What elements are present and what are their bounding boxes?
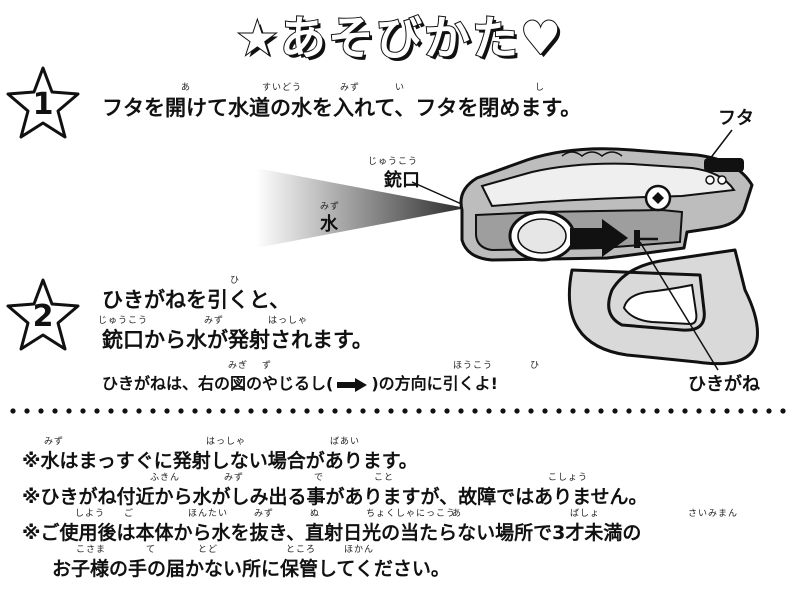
note-2: ※ひきがね付近から水がしみ出る事がありますが、故障ではありません。: [22, 486, 648, 508]
ruby-n3-7: ばしょ: [570, 509, 601, 519]
ruby-n2-0: ふきん: [150, 473, 181, 483]
step-number: 2: [32, 299, 54, 334]
ruby-n4-1: て: [146, 545, 157, 555]
title-text: あそびかた: [279, 10, 520, 66]
ruby-n3-4: ぬ: [310, 509, 321, 519]
ruby-muzzle: じゅうこう: [368, 157, 419, 167]
ruby-n4-2: とど: [198, 545, 219, 555]
water-gun-illustration: [459, 147, 759, 366]
ruby-n4-0: こさま: [76, 545, 107, 555]
ruby-n2-1: みず: [224, 473, 245, 483]
step-2-line-1: ひきがねを引くと、: [102, 288, 291, 312]
ruby-zu: ず: [262, 361, 273, 371]
lid-label: フタ: [718, 108, 754, 129]
step-1-text: フタを開けて水道の水を入れて、フタを閉めます。: [102, 96, 582, 120]
ruby-mizu2: みず: [204, 316, 225, 326]
ruby-n4-4: ほかん: [344, 545, 375, 555]
ruby-n3-1: ご: [124, 509, 135, 519]
ruby-hi: ひ: [230, 276, 241, 286]
ruby-n2-2: で: [314, 473, 325, 483]
ruby-n3-6: あ: [452, 509, 463, 519]
ruby-n3-2: ほんたい: [188, 509, 229, 519]
ruby-hi2: ひ: [530, 361, 541, 371]
ruby-n4-3: ところ: [286, 545, 317, 555]
step-2-badge: 2: [4, 276, 82, 354]
dotted-divider: [6, 408, 794, 414]
muzzle-pointer: [411, 181, 467, 207]
ruby-houkou: ほうこう: [453, 361, 494, 371]
ruby-n1-0: みず: [44, 437, 65, 447]
ruby-n3-8: さいみまん: [688, 509, 739, 519]
ruby-a: あ: [181, 83, 192, 93]
note-3: ※ご使用後は本体から水を抜き、直射日光の当たらない場所で3才未満の: [22, 522, 642, 544]
ruby-i: い: [395, 83, 406, 93]
water-label: 水: [320, 214, 338, 235]
step-2-line-3: ひきがねは、右の図のやじるし( )の方向に引くよ!: [102, 370, 498, 394]
ruby-water: みず: [320, 202, 341, 212]
water-spray: [256, 168, 466, 248]
trigger-label: ひきがね: [688, 374, 760, 395]
step-1-badge: 1: [4, 64, 82, 142]
ruby-n2-4: こしょう: [548, 473, 589, 483]
star-icon: ★: [236, 10, 280, 66]
ruby-n1-2: ばあい: [330, 437, 361, 447]
ruby-hassha: はっしゃ: [268, 316, 309, 326]
step-2-line-3-after: )の方向に引くよ!: [371, 374, 498, 393]
ruby-n2-3: こと: [374, 473, 395, 483]
step-2-line-3-before: ひきがねは、右の図のやじるし(: [102, 374, 334, 393]
star-outline-icon: [6, 66, 80, 139]
muzzle-label: 銃口: [384, 170, 420, 191]
ruby-n3-3: みず: [254, 509, 275, 519]
note-4: お子様の手の届かない所に保管してください。: [52, 558, 450, 580]
page-title: ★あそびかた♥: [0, 2, 800, 68]
ruby-n3-0: しよう: [75, 509, 106, 519]
step-2-line-2: 銃口から水が発射されます。: [102, 328, 373, 352]
note-1: ※水はまっすぐに発射しない場合があります。: [22, 450, 418, 472]
ruby-juukou: じゅうこう: [98, 316, 149, 326]
right-arrow-icon: [337, 377, 368, 392]
trigger-pointer: [639, 241, 719, 371]
ruby-suidou: すいどう: [262, 83, 303, 93]
ruby-mizu: みず: [340, 83, 361, 93]
ruby-migi: みぎ: [228, 361, 249, 371]
star-outline-icon: [6, 278, 80, 351]
ruby-n3-5: ちょくしゃにっこう: [366, 509, 457, 519]
ruby-shi: し: [535, 83, 546, 93]
ruby-n1-1: はっしゃ: [206, 437, 247, 447]
step-number: 1: [32, 87, 54, 122]
heart-icon: ♥: [519, 10, 564, 66]
